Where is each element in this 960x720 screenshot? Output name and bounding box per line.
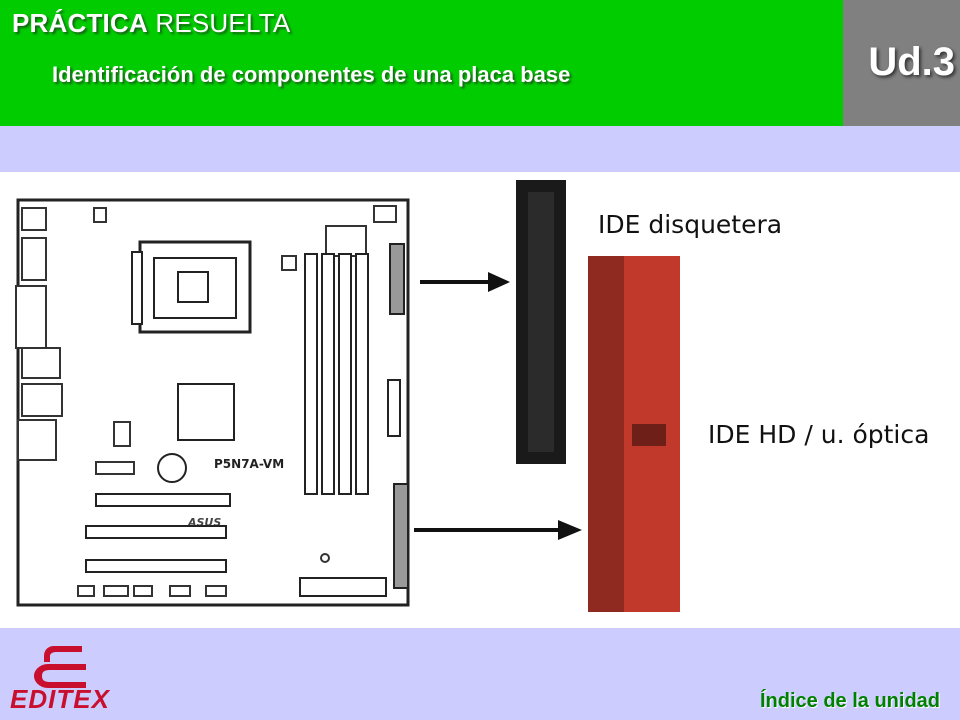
title-rest: RESUELTA: [155, 8, 291, 38]
header-banner: PRÁCTICA RESUELTA Identificación de comp…: [0, 0, 843, 126]
arrow-floppy-head: [488, 272, 510, 292]
separator-band: [0, 126, 960, 172]
label-floppy: IDE disquetera: [598, 210, 783, 239]
io-port: [21, 383, 63, 417]
unit-box: Ud.3: [843, 0, 960, 126]
board-ide-connector: [393, 483, 409, 589]
cmos-battery: [157, 453, 187, 483]
sata-connectors: [299, 577, 387, 597]
ram-slot: [321, 253, 335, 495]
index-link[interactable]: Índice de la unidad: [759, 690, 940, 712]
label-hd: IDE HD / u. óptica: [708, 420, 930, 449]
io-port: [21, 347, 61, 379]
chipset: [177, 383, 235, 441]
io-port: [21, 237, 47, 281]
unit-label: Ud.3: [868, 40, 955, 84]
logo-text: EDITEX: [10, 684, 110, 714]
power-connector: [325, 225, 367, 257]
title-bold: PRÁCTICA: [12, 8, 148, 38]
ram-slot: [338, 253, 352, 495]
vga-port: [15, 285, 47, 349]
page-subtitle: Identificación de componentes de una pla…: [52, 62, 571, 87]
pci-slot: [85, 525, 227, 539]
motherboard-diagram: P5N7A-VM ASUS: [15, 180, 680, 612]
ide-key-notch: [632, 424, 666, 446]
io-port: [21, 207, 47, 231]
editex-logo-icon: [34, 646, 86, 688]
audio-port: [17, 419, 57, 461]
page-title: PRÁCTICA RESUELTA: [12, 8, 290, 39]
board-floppy-connector: [389, 243, 405, 315]
ram-slot: [355, 253, 369, 495]
board-model-label: P5N7A-VM: [214, 457, 284, 471]
footer: [0, 628, 960, 720]
pci-slot: [85, 559, 227, 573]
pci-slot: [95, 493, 231, 507]
arrow-ide-head: [558, 520, 582, 540]
motherboard-figure: P5N7A-VM ASUS IDE disquetera IDE HD / u.…: [0, 172, 960, 628]
ram-slot: [304, 253, 318, 495]
